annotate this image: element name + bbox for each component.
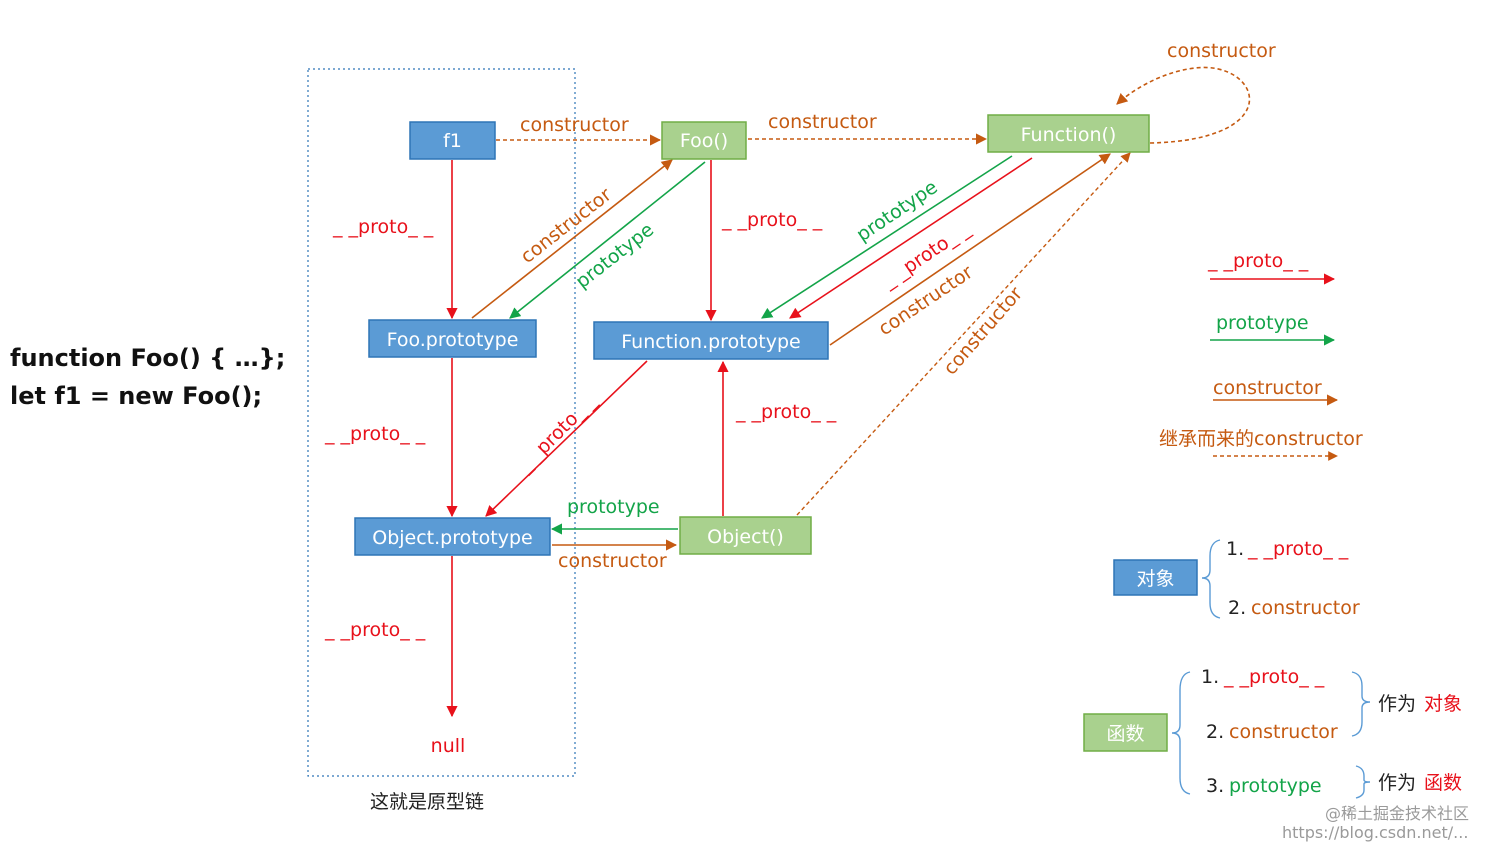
node-foo-prototype-label: Foo.prototype bbox=[387, 329, 519, 351]
node-foo-prototype: Foo.prototype bbox=[368, 319, 537, 358]
label-f1-constructor: constructor bbox=[520, 114, 629, 136]
object-item1-num: 1. bbox=[1226, 538, 1244, 560]
arrow-function-prototype bbox=[761, 155, 1013, 319]
node-function-prototype: Function.prototype bbox=[593, 321, 829, 360]
node-f1: f1 bbox=[409, 121, 496, 160]
label-objectproto-constructor: constructor bbox=[558, 550, 667, 572]
as-object-brace bbox=[1351, 671, 1371, 737]
arrow-functionproto-constructor bbox=[829, 153, 1111, 346]
code-line-2: let f1 = new Foo(); bbox=[10, 382, 262, 410]
label-foo-proto: _ _proto_ _ bbox=[721, 209, 823, 231]
node-object-label: Object() bbox=[707, 526, 784, 548]
node-object: Object() bbox=[679, 516, 812, 555]
as-function-prefix: 作为 bbox=[1378, 772, 1416, 794]
node-function-prototype-label: Function.prototype bbox=[621, 331, 800, 353]
node-foo: Foo() bbox=[661, 121, 747, 160]
legend: _ _proto_ _ prototype constructor 继承而来的c… bbox=[1159, 250, 1363, 461]
label-fooproto-proto: _ _proto_ _ bbox=[324, 423, 426, 445]
label-f1-proto: _ _proto_ _ bbox=[332, 216, 434, 238]
watermark-line-1: @稀土掘金技术社区 bbox=[1325, 804, 1469, 823]
label-foo-constructor: constructor bbox=[768, 111, 877, 133]
node-null: null bbox=[431, 735, 466, 757]
as-function-brace bbox=[1355, 765, 1371, 799]
object-summary: 对象 1. _ _proto_ _ 2. constructor bbox=[1113, 538, 1360, 619]
prototype-chain-box bbox=[307, 68, 576, 777]
function-item2: constructor bbox=[1229, 721, 1338, 743]
object-item2: constructor bbox=[1251, 597, 1360, 619]
legend-inherited-label: 继承而来的constructor bbox=[1159, 428, 1363, 450]
arrow-functionproto-proto bbox=[485, 360, 648, 517]
arrow-fooproto-constructor bbox=[471, 159, 673, 319]
function-summary: 函数 1. _ _proto_ _ 2. constructor 3. prot… bbox=[1083, 666, 1462, 799]
function-summary-box bbox=[1083, 713, 1168, 752]
object-summary-title: 对象 bbox=[1136, 568, 1174, 590]
object-item2-num: 2. bbox=[1228, 597, 1246, 619]
label-object-proto: _ _proto_ _ bbox=[735, 401, 837, 423]
function-item1-num: 1. bbox=[1201, 666, 1219, 688]
function-item2-num: 2. bbox=[1206, 721, 1224, 743]
prototype-chain-caption: 这就是原型链 bbox=[370, 791, 484, 813]
node-object-prototype: Object.prototype bbox=[354, 517, 551, 556]
as-object-prefix: 作为 bbox=[1378, 693, 1416, 715]
object-summary-brace bbox=[1201, 539, 1221, 619]
as-function-text: 函数 bbox=[1424, 772, 1462, 794]
function-summary-brace bbox=[1171, 671, 1191, 795]
node-object-prototype-label: Object.prototype bbox=[372, 527, 533, 549]
node-foo-label: Foo() bbox=[680, 130, 728, 152]
arrow-object-inherited-constructor bbox=[796, 152, 1131, 516]
legend-proto-label: _ _proto_ _ bbox=[1207, 250, 1309, 272]
label-object-inherited-constructor: constructor bbox=[939, 283, 1027, 380]
node-f1-label: f1 bbox=[443, 130, 462, 152]
legend-prototype-label: prototype bbox=[1216, 312, 1309, 334]
as-object-text: 对象 bbox=[1424, 693, 1462, 715]
label-function-self-constructor: constructor bbox=[1167, 40, 1276, 62]
function-item1: _ _proto_ _ bbox=[1223, 666, 1325, 688]
object-summary-box bbox=[1113, 559, 1198, 596]
arrow-foo-prototype bbox=[509, 161, 706, 319]
node-function-label: Function() bbox=[1021, 124, 1117, 146]
function-item3-num: 3. bbox=[1206, 775, 1224, 797]
code-line-1: function Foo() { …}; bbox=[10, 344, 285, 372]
node-function: Function() bbox=[987, 114, 1150, 153]
watermark-line-2: https://blog.csdn.net/... bbox=[1282, 823, 1468, 842]
legend-constructor-label: constructor bbox=[1213, 377, 1322, 399]
label-objectproto-proto: _ _proto_ _ bbox=[324, 619, 426, 641]
label-functionproto-proto: _ _proto_ _ bbox=[513, 390, 600, 477]
object-item1: _ _proto_ _ bbox=[1247, 538, 1349, 560]
label-object-prototype: prototype bbox=[567, 496, 660, 518]
arrow-function-proto bbox=[789, 157, 1033, 319]
function-summary-title: 函数 bbox=[1106, 723, 1144, 745]
function-item3: prototype bbox=[1229, 775, 1322, 797]
